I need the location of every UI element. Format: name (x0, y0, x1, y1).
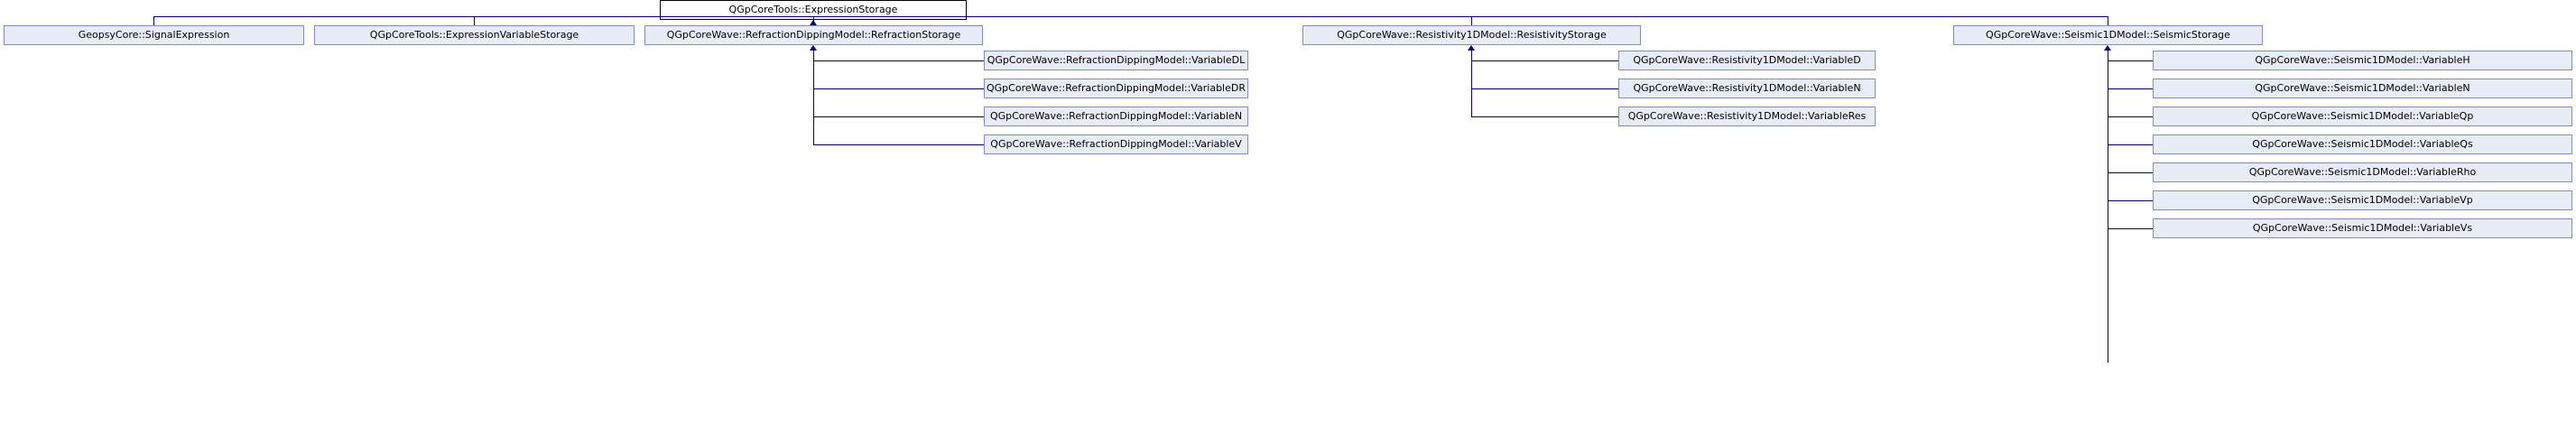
edge-resistivity-branch-3 (1471, 116, 1618, 117)
class-node-expressionvariablestorage[interactable]: QGpCoreTools::ExpressionVariableStorage (314, 25, 635, 45)
inheritance-arrow-resistivity (1468, 45, 1475, 51)
edge-seismic-branch-4 (2108, 144, 2153, 145)
inheritance-arrow-seismic (2104, 45, 2111, 51)
class-node-resistivitystorage[interactable]: QGpCoreWave::Resistivity1DModel::Resisti… (1302, 25, 1641, 45)
class-node-seismic-variableh[interactable]: QGpCoreWave::Seismic1DModel::VariableH (2153, 51, 2572, 70)
class-node-refraction-variabledr[interactable]: QGpCoreWave::RefractionDippingModel::Var… (984, 79, 1248, 98)
edge-seismic-branch-7 (2108, 228, 2153, 229)
edge-seismic-branch-2 (2108, 88, 2153, 89)
edge-refraction-branch-4 (813, 144, 984, 145)
class-node-refractionstorage[interactable]: QGpCoreWave::RefractionDippingModel::Ref… (644, 25, 983, 45)
edge-resistivity-branch-2 (1471, 88, 1618, 89)
edge-refraction-branch-1 (813, 60, 984, 61)
class-node-seismic-variableqs[interactable]: QGpCoreWave::Seismic1DModel::VariableQs (2153, 134, 2572, 154)
class-node-seismic-variableqp[interactable]: QGpCoreWave::Seismic1DModel::VariableQp (2153, 106, 2572, 126)
class-node-resistivity-variablen[interactable]: QGpCoreWave::Resistivity1DModel::Variabl… (1618, 79, 1876, 98)
class-node-refraction-variabledl[interactable]: QGpCoreWave::RefractionDippingModel::Var… (984, 51, 1248, 70)
class-node-seismicstorage[interactable]: QGpCoreWave::Seismic1DModel::SeismicStor… (1953, 25, 2263, 45)
class-node-signalexpression[interactable]: GeopsyCore::SignalExpression (4, 25, 304, 45)
class-node-resistivity-variabled[interactable]: QGpCoreWave::Resistivity1DModel::Variabl… (1618, 51, 1876, 70)
edge-refraction-branch-2 (813, 88, 984, 89)
class-node-resistivity-variableres[interactable]: QGpCoreWave::Resistivity1DModel::Variabl… (1618, 106, 1876, 126)
edge-seismic-branch-3 (2108, 116, 2153, 117)
edge-seismic-branch-5 (2108, 172, 2153, 173)
class-node-refraction-variablev[interactable]: QGpCoreWave::RefractionDippingModel::Var… (984, 134, 1248, 154)
edge-refraction-bus (813, 50, 814, 145)
class-node-refraction-variablen[interactable]: QGpCoreWave::RefractionDippingModel::Var… (984, 106, 1248, 126)
class-node-seismic-variablevp[interactable]: QGpCoreWave::Seismic1DModel::VariableVp (2153, 190, 2572, 210)
class-node-seismic-variablerho[interactable]: QGpCoreWave::Seismic1DModel::VariableRho (2153, 162, 2572, 182)
edge-resistivity-bus (1471, 50, 1472, 117)
edge-seismic-branch-1 (2108, 60, 2153, 61)
class-node-seismic-variablevs[interactable]: QGpCoreWave::Seismic1DModel::VariableVs (2153, 218, 2572, 238)
edge-refraction-branch-3 (813, 116, 984, 117)
class-node-seismic-variablen[interactable]: QGpCoreWave::Seismic1DModel::VariableN (2153, 79, 2572, 98)
edge-resistivity-branch-1 (1471, 60, 1618, 61)
edge-seismic-branch-6 (2108, 200, 2153, 201)
edge-level1-bus (153, 16, 2108, 17)
inheritance-arrow-refraction (810, 45, 817, 51)
